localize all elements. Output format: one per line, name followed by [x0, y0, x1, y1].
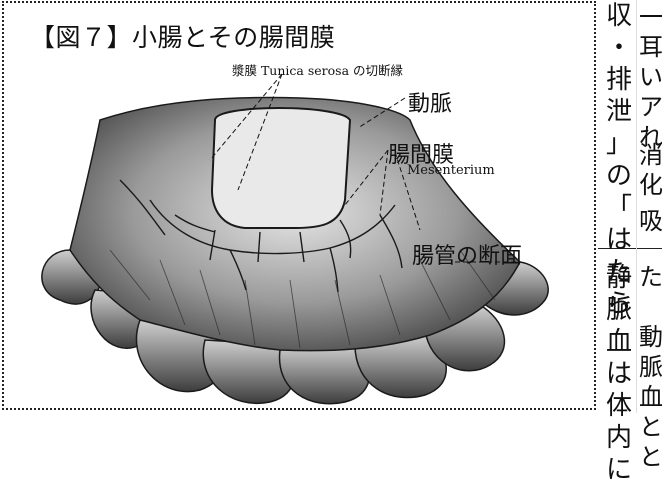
label-mesentery-en: Mesenterium — [407, 163, 495, 178]
column-divider-vertical — [636, 0, 637, 413]
article-partial-e: 吸 — [638, 206, 662, 236]
article-partial-d: 消 化 — [638, 140, 662, 200]
article-column-b: 静 脈 血 は 体 内 に — [603, 262, 635, 486]
serosa-cut-surface — [212, 108, 350, 228]
label-serosa: 漿膜 Tunica serosa の切断縁 — [232, 60, 403, 79]
label-artery: 動脈 — [408, 86, 452, 118]
label-cross-section: 腸管の断面 — [412, 238, 522, 270]
article-partial-f: た 動 脈 血 と と — [638, 262, 662, 472]
article-partial-c: 一 耳 い ア れ — [638, 2, 662, 152]
